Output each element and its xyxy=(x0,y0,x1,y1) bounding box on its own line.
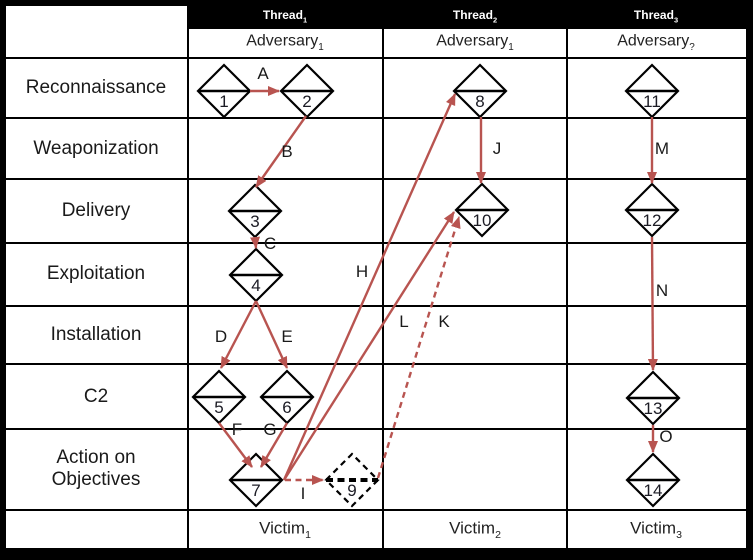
edge-L-label: L xyxy=(399,312,409,332)
victim-1-name: Victim xyxy=(259,518,306,538)
event-node-11-label: 11 xyxy=(643,92,661,112)
phase-label-c2: C2 xyxy=(83,386,109,408)
thread-3-name: Thread xyxy=(633,8,674,23)
event-nodes xyxy=(191,63,681,508)
thread-2-header: Thread2 xyxy=(452,8,498,25)
victim-label-thread3: Victim3 xyxy=(630,519,682,542)
edge-N-label: N xyxy=(655,281,669,301)
event-node-8-label: 8 xyxy=(475,92,485,112)
adversary-label-thread3: Adversary? xyxy=(617,33,695,54)
event-node-12-label: 12 xyxy=(642,211,662,231)
edge-D-label: D xyxy=(214,327,228,347)
event-node-14-label: 14 xyxy=(643,481,663,501)
adversary-3-subscript: ? xyxy=(689,41,695,53)
victim-1-subscript: 1 xyxy=(305,529,311,542)
edge-B-arrow xyxy=(255,115,307,188)
edge-K-label: K xyxy=(438,312,450,332)
event-node-2-label: 2 xyxy=(302,92,312,112)
thread-header-bar xyxy=(187,6,746,29)
event-node-7-label: 7 xyxy=(251,481,261,501)
causal-arrows xyxy=(218,86,658,485)
thread-1-name: Thread xyxy=(262,8,303,23)
event-node-3-label: 3 xyxy=(250,212,260,232)
border-bottom xyxy=(0,548,753,560)
edge-O-label: O xyxy=(659,427,673,447)
thread-2-name: Thread xyxy=(452,8,493,23)
edge-L-arrow xyxy=(282,211,456,481)
edge-K-arrow-dashed xyxy=(376,216,461,479)
victim-2-name: Victim xyxy=(449,518,496,538)
edge-B-label: B xyxy=(281,142,293,162)
table-grid xyxy=(6,6,747,548)
victim-label-thread2: Victim2 xyxy=(449,519,501,542)
thread-2-subscript: 2 xyxy=(492,15,498,25)
phase-label-exploitation: Exploitation xyxy=(46,263,146,285)
adversary-label-thread2: Adversary1 xyxy=(436,33,514,54)
edge-C-label: C xyxy=(263,234,277,254)
event-node-9-label: 9 xyxy=(347,481,357,501)
event-node-5-label: 5 xyxy=(214,398,224,418)
edge-N-arrow xyxy=(647,236,658,371)
edge-G-label: G xyxy=(263,420,277,440)
edge-I-label: I xyxy=(300,484,306,504)
edge-J-label: J xyxy=(492,139,502,159)
phase-label-weaponization: Weaponization xyxy=(33,138,159,160)
phase-label-installation: Installation xyxy=(50,324,142,346)
border-left xyxy=(0,0,6,560)
edge-A-label: A xyxy=(257,64,269,84)
adversary-label-thread1: Adversary1 xyxy=(246,33,324,54)
edge-H-arrow xyxy=(282,93,457,481)
edge-F-arrow xyxy=(218,422,253,468)
thread-1-subscript: 1 xyxy=(302,15,308,25)
adversary-2-subscript: 1 xyxy=(508,41,514,53)
edge-C-arrow xyxy=(250,236,260,249)
border-right xyxy=(746,0,753,560)
thread-3-header: Thread3 xyxy=(633,8,679,25)
edge-G-arrow xyxy=(259,422,289,468)
event-node-1-label: 1 xyxy=(219,92,229,112)
edge-D-arrow xyxy=(219,300,258,369)
victim-3-name: Victim xyxy=(630,518,677,538)
phase-label-reconnaissance: Reconnaissance xyxy=(25,77,167,99)
edge-F-label: F xyxy=(231,420,243,440)
phase-label-delivery: Delivery xyxy=(61,200,131,222)
edge-E-label: E xyxy=(281,327,293,347)
phase-label-action-on-objectives: Action on Objectives xyxy=(51,447,141,490)
event-node-6-label: 6 xyxy=(282,398,292,418)
border-top xyxy=(0,0,753,6)
edge-M-label: M xyxy=(654,139,670,159)
thread-3-subscript: 3 xyxy=(673,15,679,25)
victim-3-subscript: 3 xyxy=(676,529,682,542)
adversary-2-name: Adversary xyxy=(436,32,509,50)
event-node-4-label: 4 xyxy=(251,276,261,296)
thread-1-header: Thread1 xyxy=(262,8,308,25)
edge-H-label: H xyxy=(355,262,369,282)
adversary-1-name: Adversary xyxy=(246,32,319,50)
victim-2-subscript: 2 xyxy=(495,529,501,542)
adversary-1-subscript: 1 xyxy=(318,41,324,53)
adversary-3-name: Adversary xyxy=(617,32,690,50)
event-node-13-label: 13 xyxy=(643,399,663,419)
event-node-10-label: 10 xyxy=(472,211,492,231)
edge-E-arrow xyxy=(254,300,289,369)
victim-label-thread1: Victim1 xyxy=(259,519,311,542)
